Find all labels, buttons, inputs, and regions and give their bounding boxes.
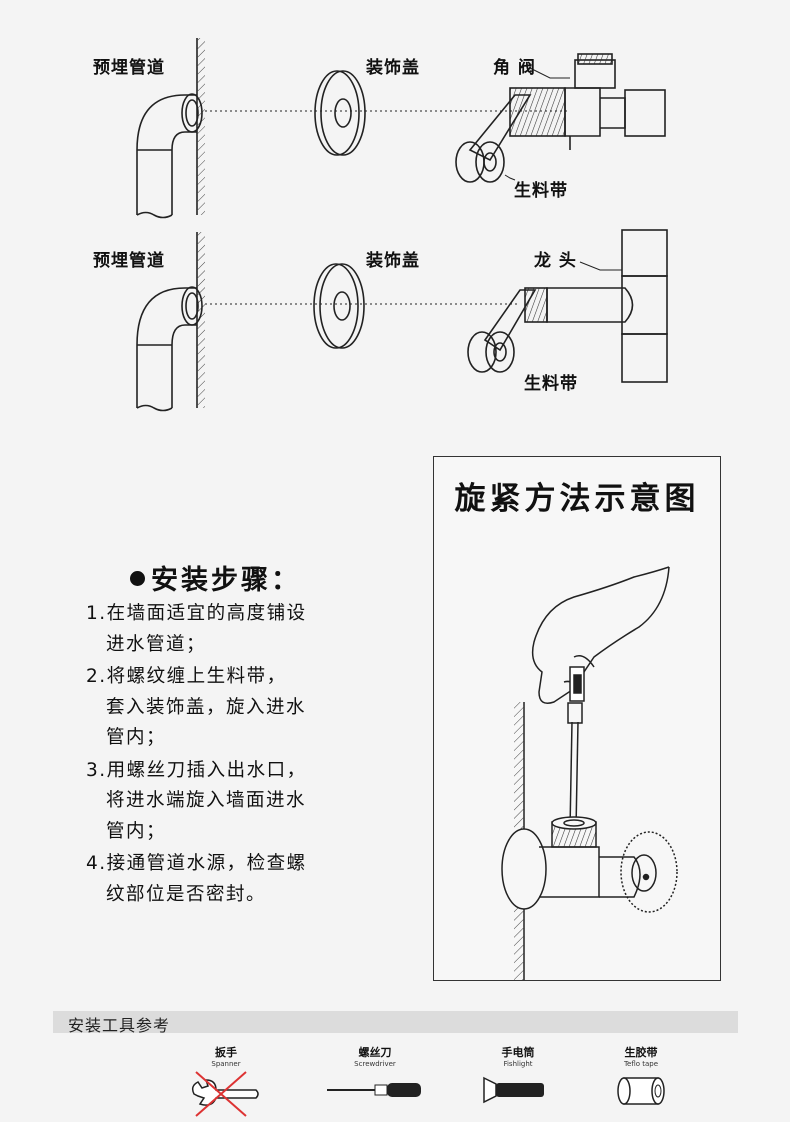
tool-spanner: 扳手 Spanner — [186, 1044, 266, 1122]
teflon-tape-bottom — [467, 289, 537, 373]
angle-valve-icon — [501, 816, 678, 913]
tool-screwdriver-en: Screwdriver — [354, 1060, 396, 1068]
wall-bottom — [196, 232, 205, 408]
label-cover-bottom: 装饰盖 — [366, 251, 420, 271]
label-faucet: 龙 头 — [534, 251, 577, 271]
tool-flashlight-en: Fishlight — [503, 1060, 533, 1068]
decorative-cover-top — [314, 70, 366, 156]
installation-steps: 安装步骤： 1.在墙面适宜的高度铺设 进水管道； 2.将螺纹缠上生料带， 套入装… — [86, 558, 416, 910]
tool-flashlight-label: 手电筒 — [501, 1046, 535, 1059]
bullet-icon — [130, 571, 145, 586]
label-embedded-pipe-top: 预埋管道 — [93, 58, 165, 78]
step-2: 2.将螺纹缠上生料带， 套入装饰盖，旋入进水 管内； — [86, 666, 307, 748]
screwdriver-icon — [327, 1083, 421, 1097]
flashlight-icon — [483, 1076, 544, 1104]
step-1: 1.在墙面适宜的高度铺设 进水管道； — [86, 603, 307, 655]
tightening-method-title: 旋紧方法示意图 — [454, 481, 700, 517]
step-4: 4.接通管道水源，检查螺 纹部位是否密封。 — [86, 853, 307, 905]
screwdriver-shaft — [567, 702, 583, 830]
tool-tape: 生胶带 Teflo tape — [606, 1044, 676, 1116]
decorative-cover-bottom — [313, 263, 365, 349]
steps-heading: 安装步骤： — [130, 558, 416, 597]
tool-tape-en: Teflo tape — [623, 1060, 659, 1068]
tool-flashlight: 手电筒 Fishlight — [478, 1044, 558, 1112]
spanner-icon — [191, 1071, 259, 1117]
wall-top — [196, 38, 205, 215]
label-cover-top: 装饰盖 — [366, 58, 420, 78]
step-3: 3.用螺丝刀插入出水口， 将进水端旋入墙面进水 管内； — [86, 759, 307, 842]
hand-screwdriver-illustration — [501, 566, 678, 980]
hand-icon — [531, 566, 670, 704]
label-tape-top: 生料带 — [514, 181, 568, 201]
tools-header-bar: 安装工具参考 — [53, 1011, 738, 1035]
teflon-tape-top — [455, 94, 532, 183]
tools-header: 安装工具参考 — [68, 1016, 171, 1035]
label-angle-valve: 角 阀 — [493, 58, 536, 78]
tape-icon — [617, 1077, 665, 1105]
tool-screwdriver-label: 螺丝刀 — [358, 1046, 392, 1059]
tool-spanner-label: 扳手 — [215, 1046, 237, 1059]
tool-tape-label: 生胶带 — [624, 1046, 658, 1059]
label-embedded-pipe-bottom: 预埋管道 — [93, 251, 165, 271]
tool-spanner-en: Spanner — [211, 1060, 241, 1068]
embedded-pipe-top — [136, 93, 203, 219]
tightening-method-box: 旋紧方法示意图 — [433, 456, 721, 981]
tool-screwdriver: 螺丝刀 Screwdriver — [325, 1044, 425, 1112]
label-tape-bottom: 生料带 — [524, 374, 578, 394]
embedded-pipe-bottom — [136, 286, 203, 412]
